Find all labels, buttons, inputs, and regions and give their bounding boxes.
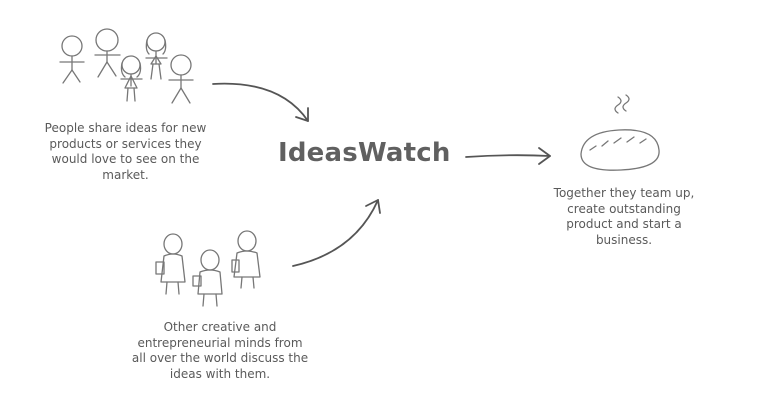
ideaswatch-title: IdeasWatch [278,138,451,168]
minds-caption: Other creative and entrepreneurial minds… [131,320,309,381]
business-people-group-icon [155,230,261,307]
bread-loaf-icon [580,94,660,171]
arrow-people-to-ideaswatch [212,82,309,122]
arrow-ideaswatch-to-team [465,147,551,165]
people-caption: People share ideas for new products or s… [44,121,207,182]
arrow-minds-to-ideaswatch [292,199,381,267]
team-caption: Together they team up, create outstandin… [553,186,695,247]
stick-figures-group-icon [59,28,194,104]
